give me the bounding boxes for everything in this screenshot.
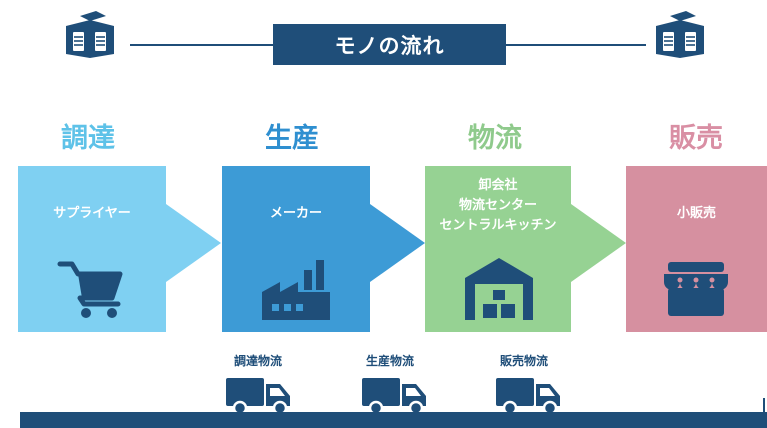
flow-label-procurement: 調達物流	[233, 354, 282, 368]
flow-arrow	[571, 204, 626, 282]
stage-label-production: 生産	[265, 123, 319, 154]
header-line-right	[506, 44, 646, 46]
stage-label-sales: 販売	[669, 123, 723, 154]
stage-box-maker: メーカー	[222, 166, 370, 332]
warehouse-icon	[465, 258, 533, 320]
flow-arrow	[166, 204, 221, 282]
building-icon	[66, 11, 114, 58]
flow-label-production: 生産物流	[365, 354, 414, 368]
delivery-truck-icon	[362, 378, 426, 416]
delivery-truck-icon	[496, 378, 560, 416]
header-line-left	[130, 44, 273, 46]
stage-box-text: セントラルキッチン	[439, 218, 557, 233]
stage-box-text: メーカー	[269, 206, 322, 221]
flow-arrow	[370, 204, 425, 282]
factory-icon	[262, 260, 330, 320]
building-icon	[656, 11, 704, 58]
stage-box-text: サプライヤー	[53, 206, 131, 221]
road-edge	[763, 398, 765, 414]
store-icon	[664, 262, 728, 316]
page-title: モノの流れ	[273, 24, 506, 65]
stage-label-logistics: 物流	[468, 123, 522, 154]
stage-box-logistics: 卸会社 物流センター セントラルキッチン	[425, 166, 571, 332]
shopping-cart-icon	[57, 261, 123, 318]
flow-label-sales: 販売物流	[499, 354, 548, 368]
road-bar	[20, 412, 767, 428]
delivery-truck-icon	[226, 378, 290, 416]
stage-label-procurement: 調達	[61, 123, 115, 154]
stage-box-supplier: サプライヤー	[18, 166, 166, 332]
stage-box-text: 物流センター	[458, 198, 537, 213]
stage-box-text: 卸会社	[478, 178, 518, 193]
stage-box-text: 小販売	[676, 206, 716, 221]
stage-box-retailer: 小販売	[626, 166, 767, 332]
